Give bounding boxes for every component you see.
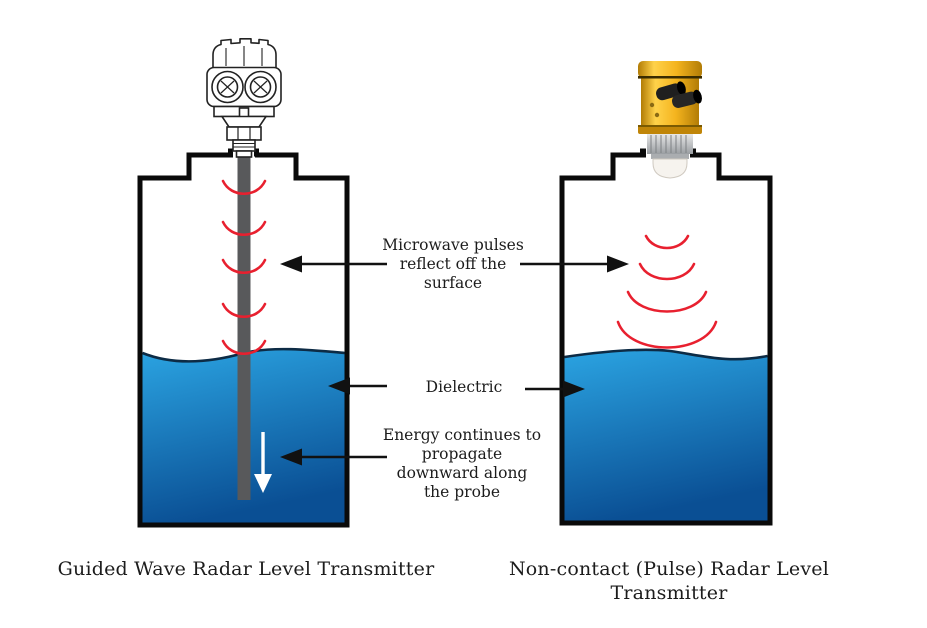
transmitter-cap	[638, 61, 702, 78]
right-tank-liquid	[564, 348, 768, 521]
right-pulse-arcs	[616, 234, 718, 349]
threaded-fitting	[232, 139, 256, 152]
energy-label-line: the probe	[423, 483, 501, 501]
microwave-label: Microwave pulses reflect off the surface	[368, 236, 538, 293]
right-tank-caption: Non-contact (Pulse) Radar Level Transmit…	[508, 558, 830, 604]
energy-label-line: Energy continues to	[382, 426, 542, 444]
dielectric-left-arrow-icon	[328, 377, 387, 395]
guided-wave-transmitter-icon	[206, 38, 282, 158]
pulse-arc-icon	[616, 320, 718, 349]
cable-gland-knob	[671, 89, 702, 108]
probe	[237, 148, 251, 500]
microwave-right-arrow-icon	[520, 255, 629, 273]
left-tank-caption: Guided Wave Radar Level Transmitter	[57, 558, 435, 580]
energy-down-arrow-icon	[254, 432, 272, 493]
pulse-arc-icon	[221, 179, 267, 196]
pulse-arc-icon	[638, 262, 696, 281]
antenna-dome	[652, 158, 688, 179]
pulse-arc-icon	[644, 234, 690, 250]
left-pulse-arcs	[221, 179, 267, 356]
pulse-arc-icon	[221, 302, 267, 319]
microwave-label-line: reflect off the	[399, 255, 507, 273]
energy-label-line: propagate	[421, 445, 503, 463]
microwave-left-arrow-icon	[280, 255, 387, 273]
pointer-arrows	[280, 255, 629, 466]
microwave-label-line: surface	[423, 274, 483, 292]
energy-label: Energy continues to propagate downward a…	[374, 426, 550, 502]
right-flange-tick-left	[640, 148, 646, 157]
conduit-plug	[238, 107, 250, 118]
pulse-arc-icon	[221, 339, 267, 356]
dielectric-right-arrow-icon	[525, 380, 585, 398]
pulse-arc-icon	[221, 220, 267, 237]
left-flange-tick-right	[254, 148, 259, 157]
dielectric-label: Dielectric	[425, 378, 503, 396]
hex-nut	[226, 126, 262, 141]
energy-label-line: downward along	[396, 464, 528, 482]
left-flange-tick-left	[228, 148, 233, 157]
right-liquid-surface	[564, 348, 768, 361]
pulse-arc-icon	[626, 290, 708, 313]
transmitter-flange	[638, 125, 702, 134]
pulse-arc-icon	[221, 258, 267, 275]
energy-left-arrow-icon	[280, 448, 387, 466]
microwave-label-line: Microwave pulses	[382, 236, 524, 254]
pulse-radar-transmitter-icon	[638, 61, 702, 179]
